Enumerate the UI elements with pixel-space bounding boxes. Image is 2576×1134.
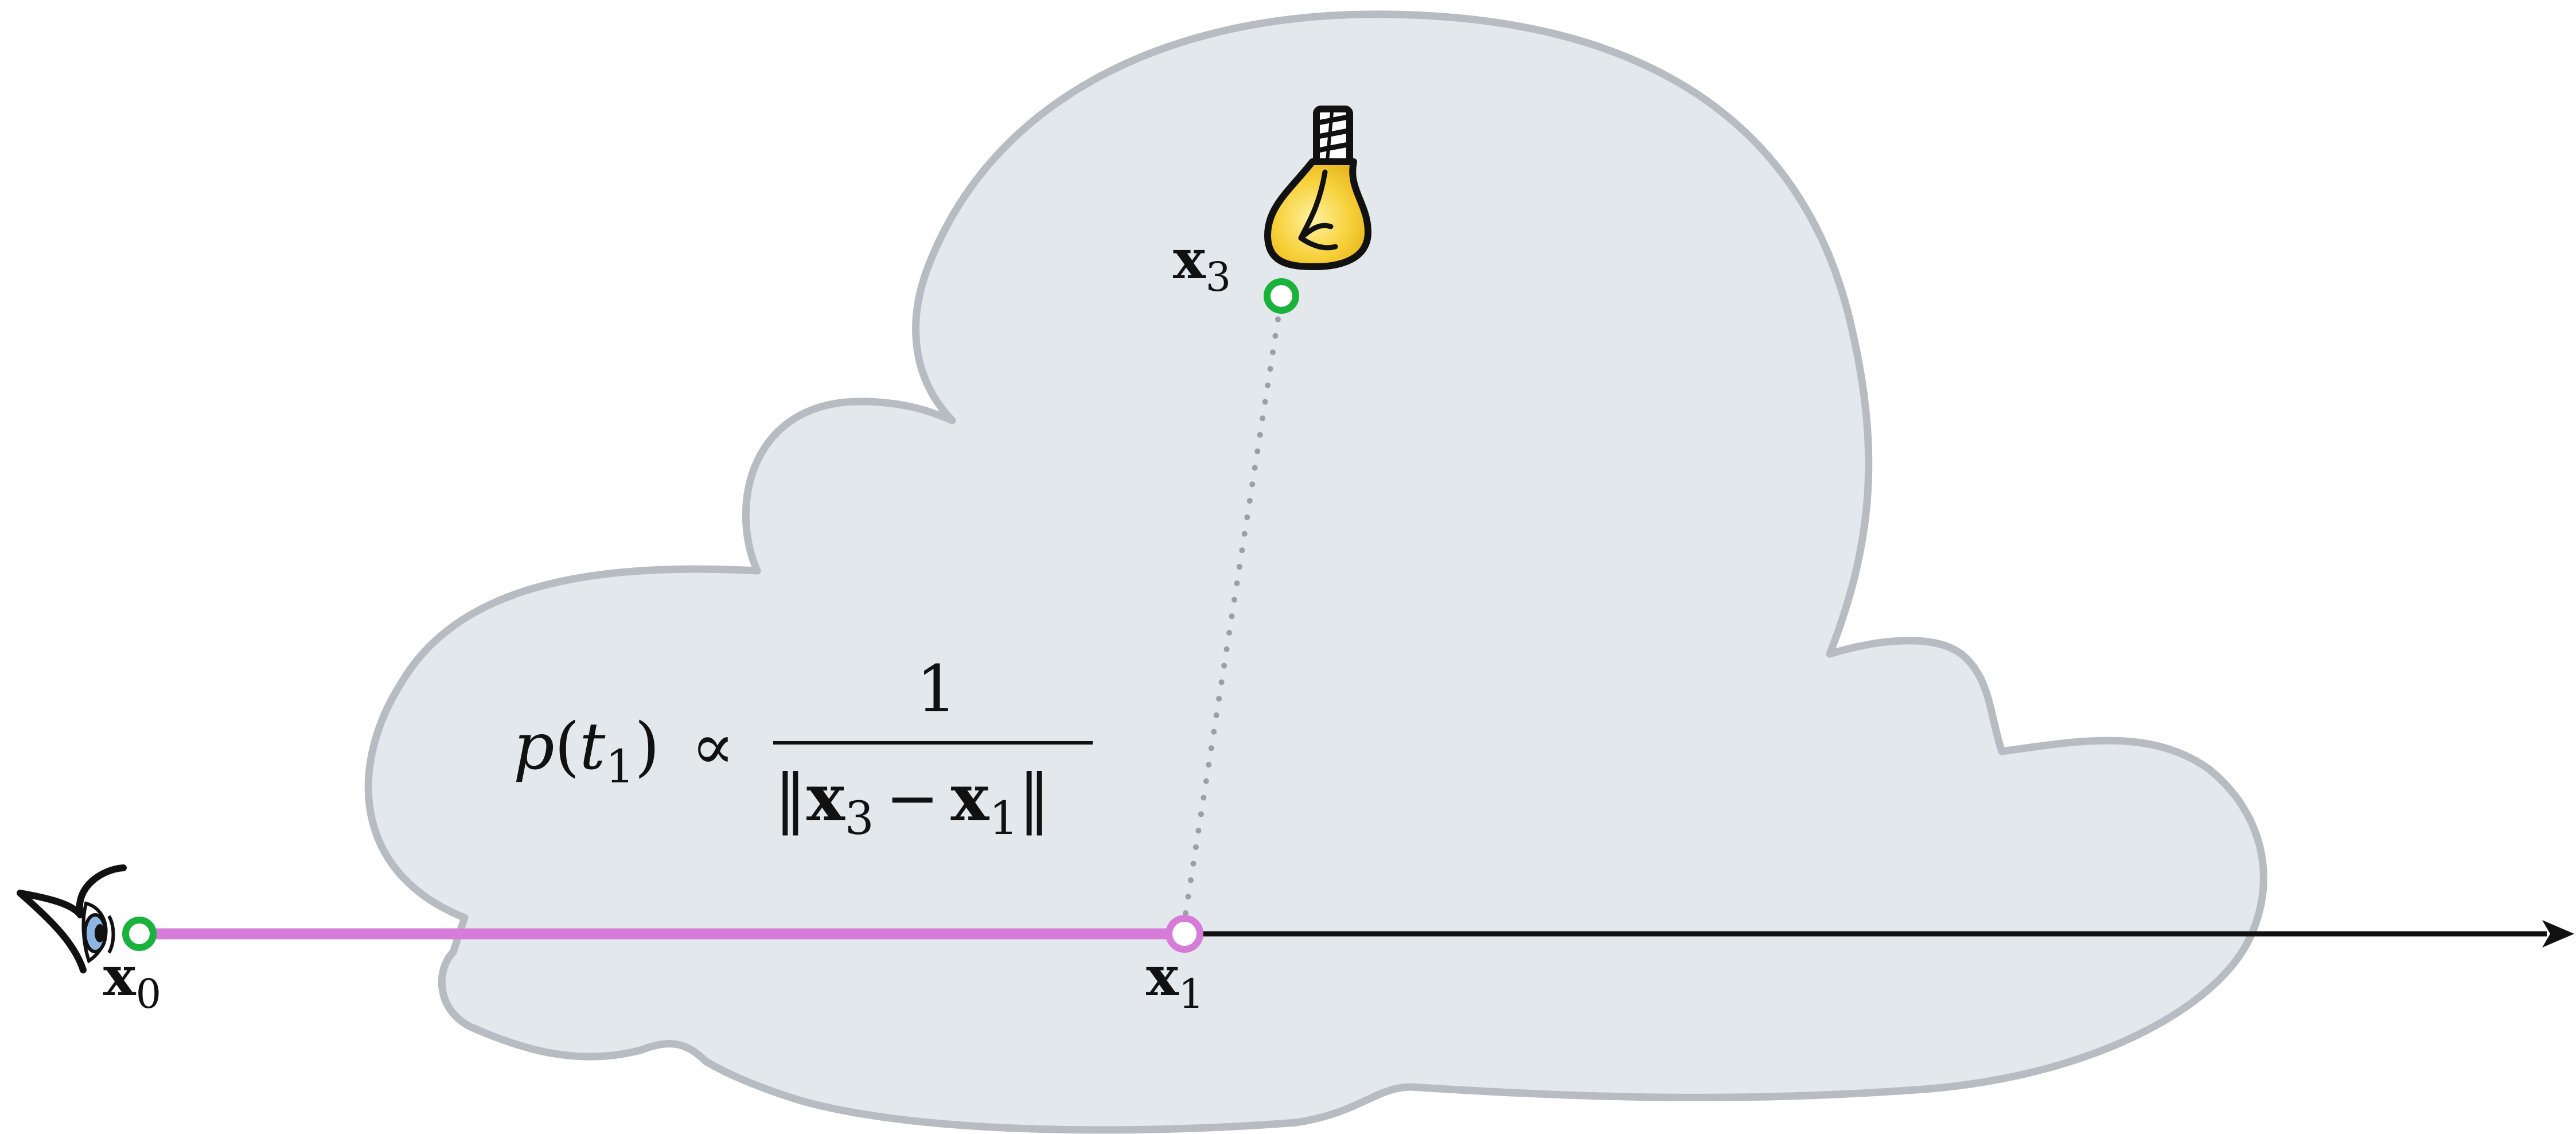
formula-numerator: 1: [916, 652, 957, 727]
participating-medium-cloud: [364, 10, 2267, 1134]
lightbulb-icon: [1264, 106, 1371, 270]
label-x1: x1: [1146, 945, 1204, 1018]
eye-icon: [17, 864, 127, 973]
shadow-connection-dotted: [1183, 313, 1281, 916]
label-x3: x3: [1173, 228, 1231, 301]
ray-arrowhead: [2542, 920, 2574, 948]
formula-lhs: p(t1): [513, 710, 660, 793]
probability-formula: p(t1) ∝ 1 ‖x3−x1‖: [513, 652, 1093, 845]
point-x3: [1264, 278, 1299, 314]
label-x0: x0: [103, 945, 161, 1018]
formula-denominator: ‖x3−x1‖: [774, 761, 1050, 845]
point-x0: [122, 917, 157, 951]
formula-relation: ∝: [691, 710, 735, 784]
point-x1: [1166, 915, 1203, 953]
